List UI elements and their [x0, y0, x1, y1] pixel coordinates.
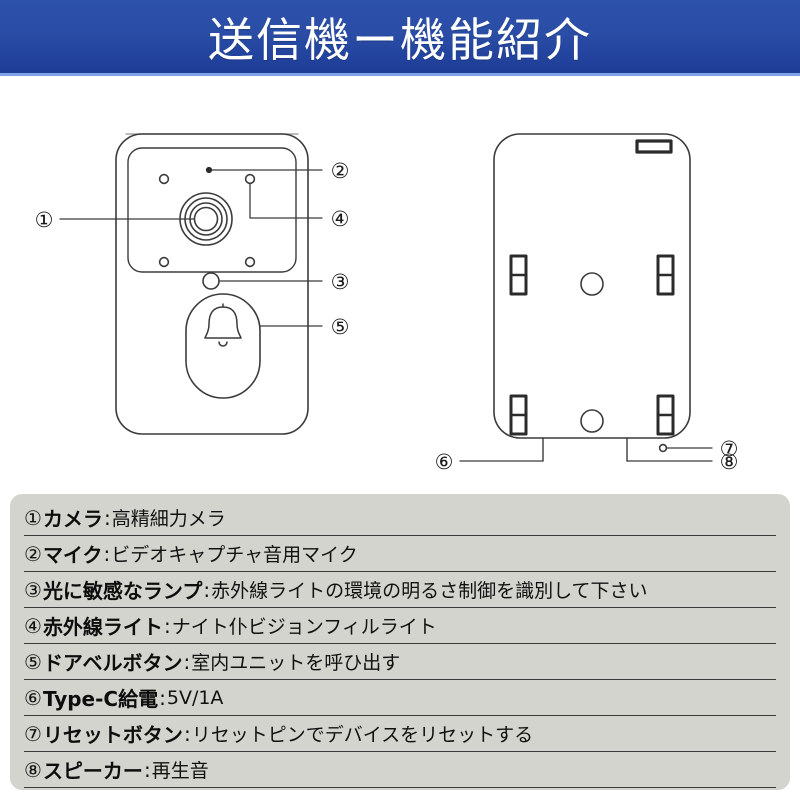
infrared-led-array [158, 173, 256, 268]
bell-icon [204, 303, 242, 347]
legend-number: ⑦ [24, 721, 42, 746]
legend-description: 室内ユニットを呼ひ出す [191, 652, 401, 674]
legend-number: ① [24, 505, 42, 530]
callout-4: ④ [331, 207, 350, 231]
legend-description: 赤外線ライトの環境の明るさ制御を識別して下さい [211, 580, 648, 602]
legend-item-camera: ① カメラ : 高精細力メラ [24, 500, 776, 536]
legend-number: ④ [24, 613, 42, 638]
legend-separator: : [163, 613, 171, 638]
callout-8: ⑧ [720, 450, 739, 474]
legend-separator: : [103, 505, 111, 530]
legend-separator: : [103, 541, 111, 566]
mounting-slots [509, 254, 675, 436]
legend-description: 再生音 [151, 760, 209, 782]
callout-2: ② [331, 159, 350, 183]
front-body-outline [115, 133, 309, 435]
page-title: 送信機ー機能紹介 [208, 12, 592, 67]
legend-separator: : [183, 721, 191, 746]
callout-6: ⑥ [435, 450, 454, 474]
legend-term: 赤外線ライト [42, 615, 163, 639]
legend-term: カメラ [42, 507, 103, 531]
legend-item-infrared-light: ④ 赤外線ライト : ナイト仆ビジョンフィルライト [24, 608, 776, 644]
legend-separator: : [143, 757, 151, 782]
legend-separator: : [183, 649, 191, 674]
legend-separator: : [203, 577, 211, 602]
legend-number: ③ [24, 577, 42, 602]
header-banner [0, 0, 800, 73]
legend-term: スピーカー [42, 759, 143, 783]
light-sensor-hole [202, 272, 220, 290]
legend-term: マイク [42, 543, 103, 567]
header-underline [0, 73, 800, 76]
legend-panel: ① カメラ : 高精細力メラ ② マイク : ビデオキャプチャ音用マイク ③ 光… [10, 494, 790, 790]
legend-item-reset-button: ⑦ リセットボタン : リセットピンでデバイスをリセットする [24, 716, 776, 752]
back-screw-holes [580, 272, 604, 433]
back-bottom-tabs [542, 437, 628, 462]
legend-description: リセットピンでデバイスをリセットする [191, 724, 534, 746]
legend-term: リセットボタン [42, 723, 183, 747]
legend-number: ⑥ [24, 685, 42, 710]
callout-5: ⑤ [331, 315, 350, 339]
callout-3: ③ [331, 270, 350, 294]
legend-term: Type-C給電 [42, 687, 159, 711]
callout-1: ① [35, 208, 54, 232]
front-bezel-panel [127, 147, 297, 273]
legend-term: ドアベルボタン [42, 651, 183, 675]
back-top-notch [635, 139, 673, 154]
back-callout-leaders [459, 447, 713, 462]
legend-item-speaker: ⑧ スピーカー : 再生音 [24, 752, 776, 788]
device-diagram: ① ② ③ ④ ⑤ ⑥ ⑦ ⑧ [35, 133, 739, 474]
legend-number: ⑤ [24, 649, 42, 674]
legend-description: 高精細力メラ [111, 508, 226, 530]
front-callout-leaders [59, 169, 323, 327]
legend-description: 5V/1A [166, 686, 224, 709]
legend-term: 光に敏感なランプ [42, 579, 203, 603]
legend-item-light-sensor: ③ 光に敏感なランプ : 赤外線ライトの環境の明るさ制御を識別して下さい [24, 572, 776, 608]
legend-description: ビデオキャプチャ音用マイク [111, 544, 358, 566]
legend-item-microphone: ② マイク : ビデオキャプチャ音用マイク [24, 536, 776, 572]
back-body-outline [493, 133, 691, 439]
legend-item-type-c-power: ⑥ Type-C給電 : 5V/1A [24, 680, 776, 716]
reset-pin-hole [658, 443, 668, 453]
legend-item-doorbell-button: ⑤ ドアベルボタン : 室内ユニットを呼ひ出す [24, 644, 776, 680]
legend-description: ナイト仆ビジョンフィルライト [171, 616, 437, 638]
diagram-area: ① ② ③ ④ ⑤ ⑥ ⑦ ⑧ [0, 76, 800, 488]
microphone-hole [205, 166, 213, 174]
legend-separator: : [159, 685, 166, 710]
callout-7: ⑦ [720, 437, 739, 461]
legend-number: ⑧ [24, 757, 42, 782]
doorbell-button [185, 293, 261, 399]
callout-badges: ① ② ③ ④ ⑤ ⑥ ⑦ ⑧ [35, 159, 739, 474]
legend-number: ② [24, 541, 42, 566]
